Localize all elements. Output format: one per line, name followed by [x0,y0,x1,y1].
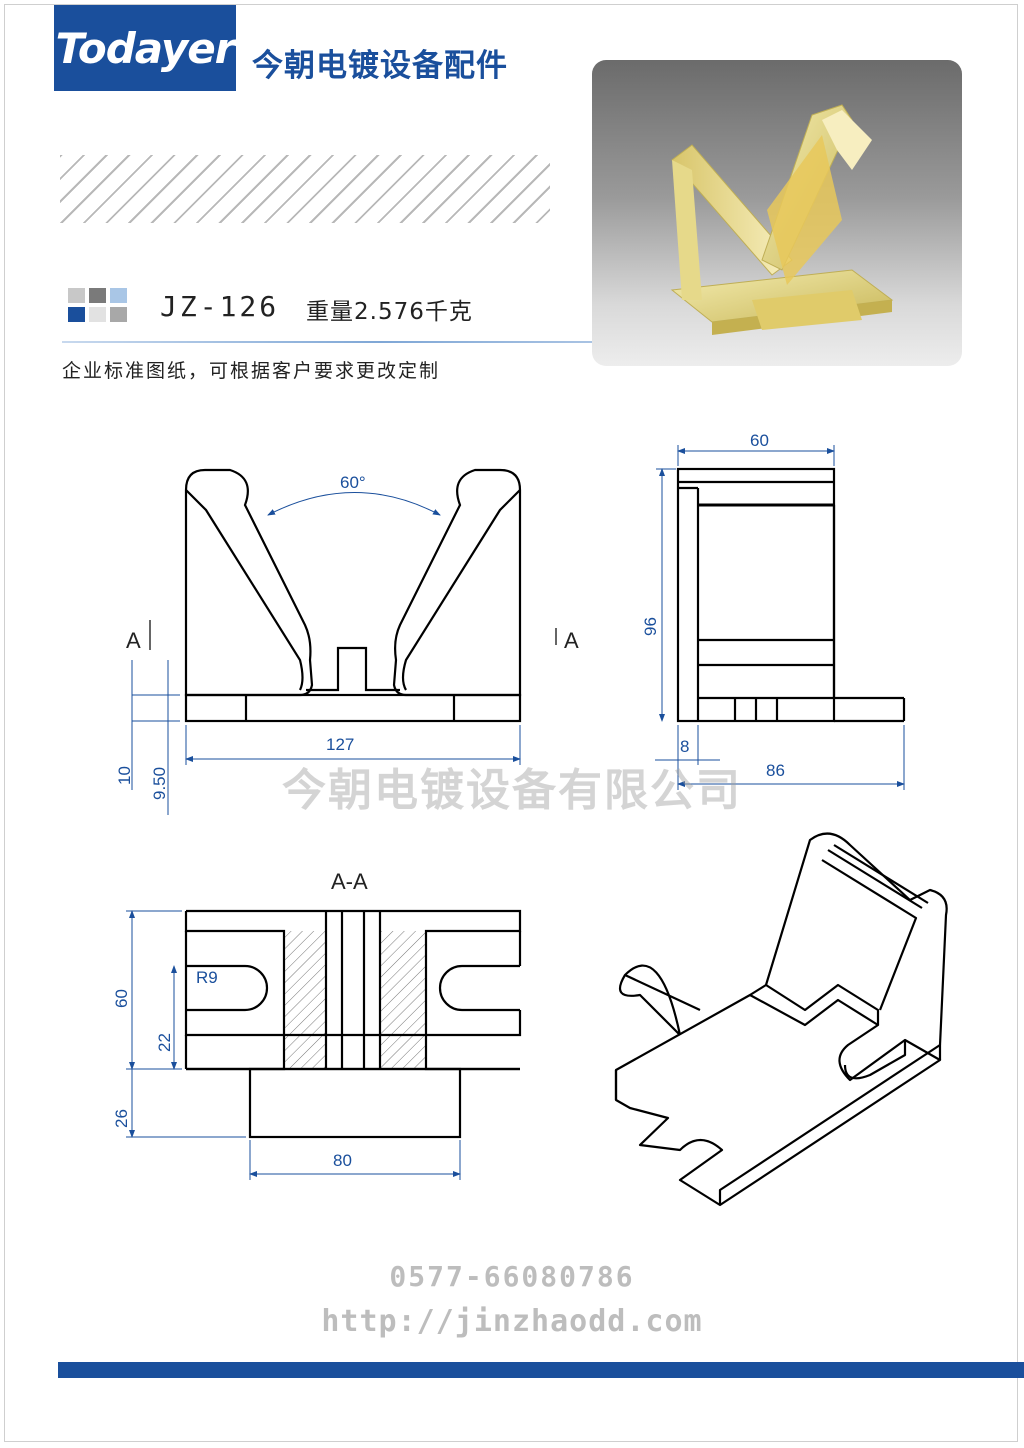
section-height: 60 [112,989,131,1008]
side-height: 96 [641,617,660,636]
todayer-logo: Todayer [54,5,236,91]
height-dimension-2: 9.50 [150,767,169,800]
isometric-view [614,832,948,1207]
section-title: A-A [331,869,368,894]
company-name: 今朝电镀设备配件 [252,48,508,84]
decorative-hatch [60,155,550,223]
logo-text: Todayer [55,23,236,73]
side-view [676,467,906,723]
section-mark-left: A [126,628,141,653]
slot-radius: R9 [196,968,218,987]
product-photo [592,60,962,366]
side-thickness: 8 [680,737,689,756]
model-number: JZ-126 [160,290,280,323]
contact-phone: 0577-66080786 [389,1260,635,1293]
section-base-width: 80 [333,1151,352,1170]
front-view [184,468,522,723]
color-squares-icon [68,288,128,324]
divider-line [62,341,592,343]
product-render-image [670,104,894,335]
section-mark-right: A [564,628,579,653]
company-watermark: 今朝电镀设备有限公司 [282,765,742,816]
section-view [184,909,522,1139]
angle-dimension: 60° [340,473,366,492]
side-depth: 86 [766,761,785,780]
footer-bar [58,1362,1024,1378]
section-base-height: 26 [112,1109,131,1128]
section-slot-height: 22 [155,1033,174,1052]
side-top-width: 60 [750,431,769,450]
contact-url[interactable]: http://jinzhaodd.com [321,1304,703,1339]
product-weight: 重量2.576千克 [306,299,473,325]
standard-note: 企业标准图纸，可根据客户要求更改定制 [62,360,441,382]
width-dimension: 127 [326,735,354,754]
height-dimension-1: 10 [115,766,134,785]
page-frame [4,4,1018,1442]
